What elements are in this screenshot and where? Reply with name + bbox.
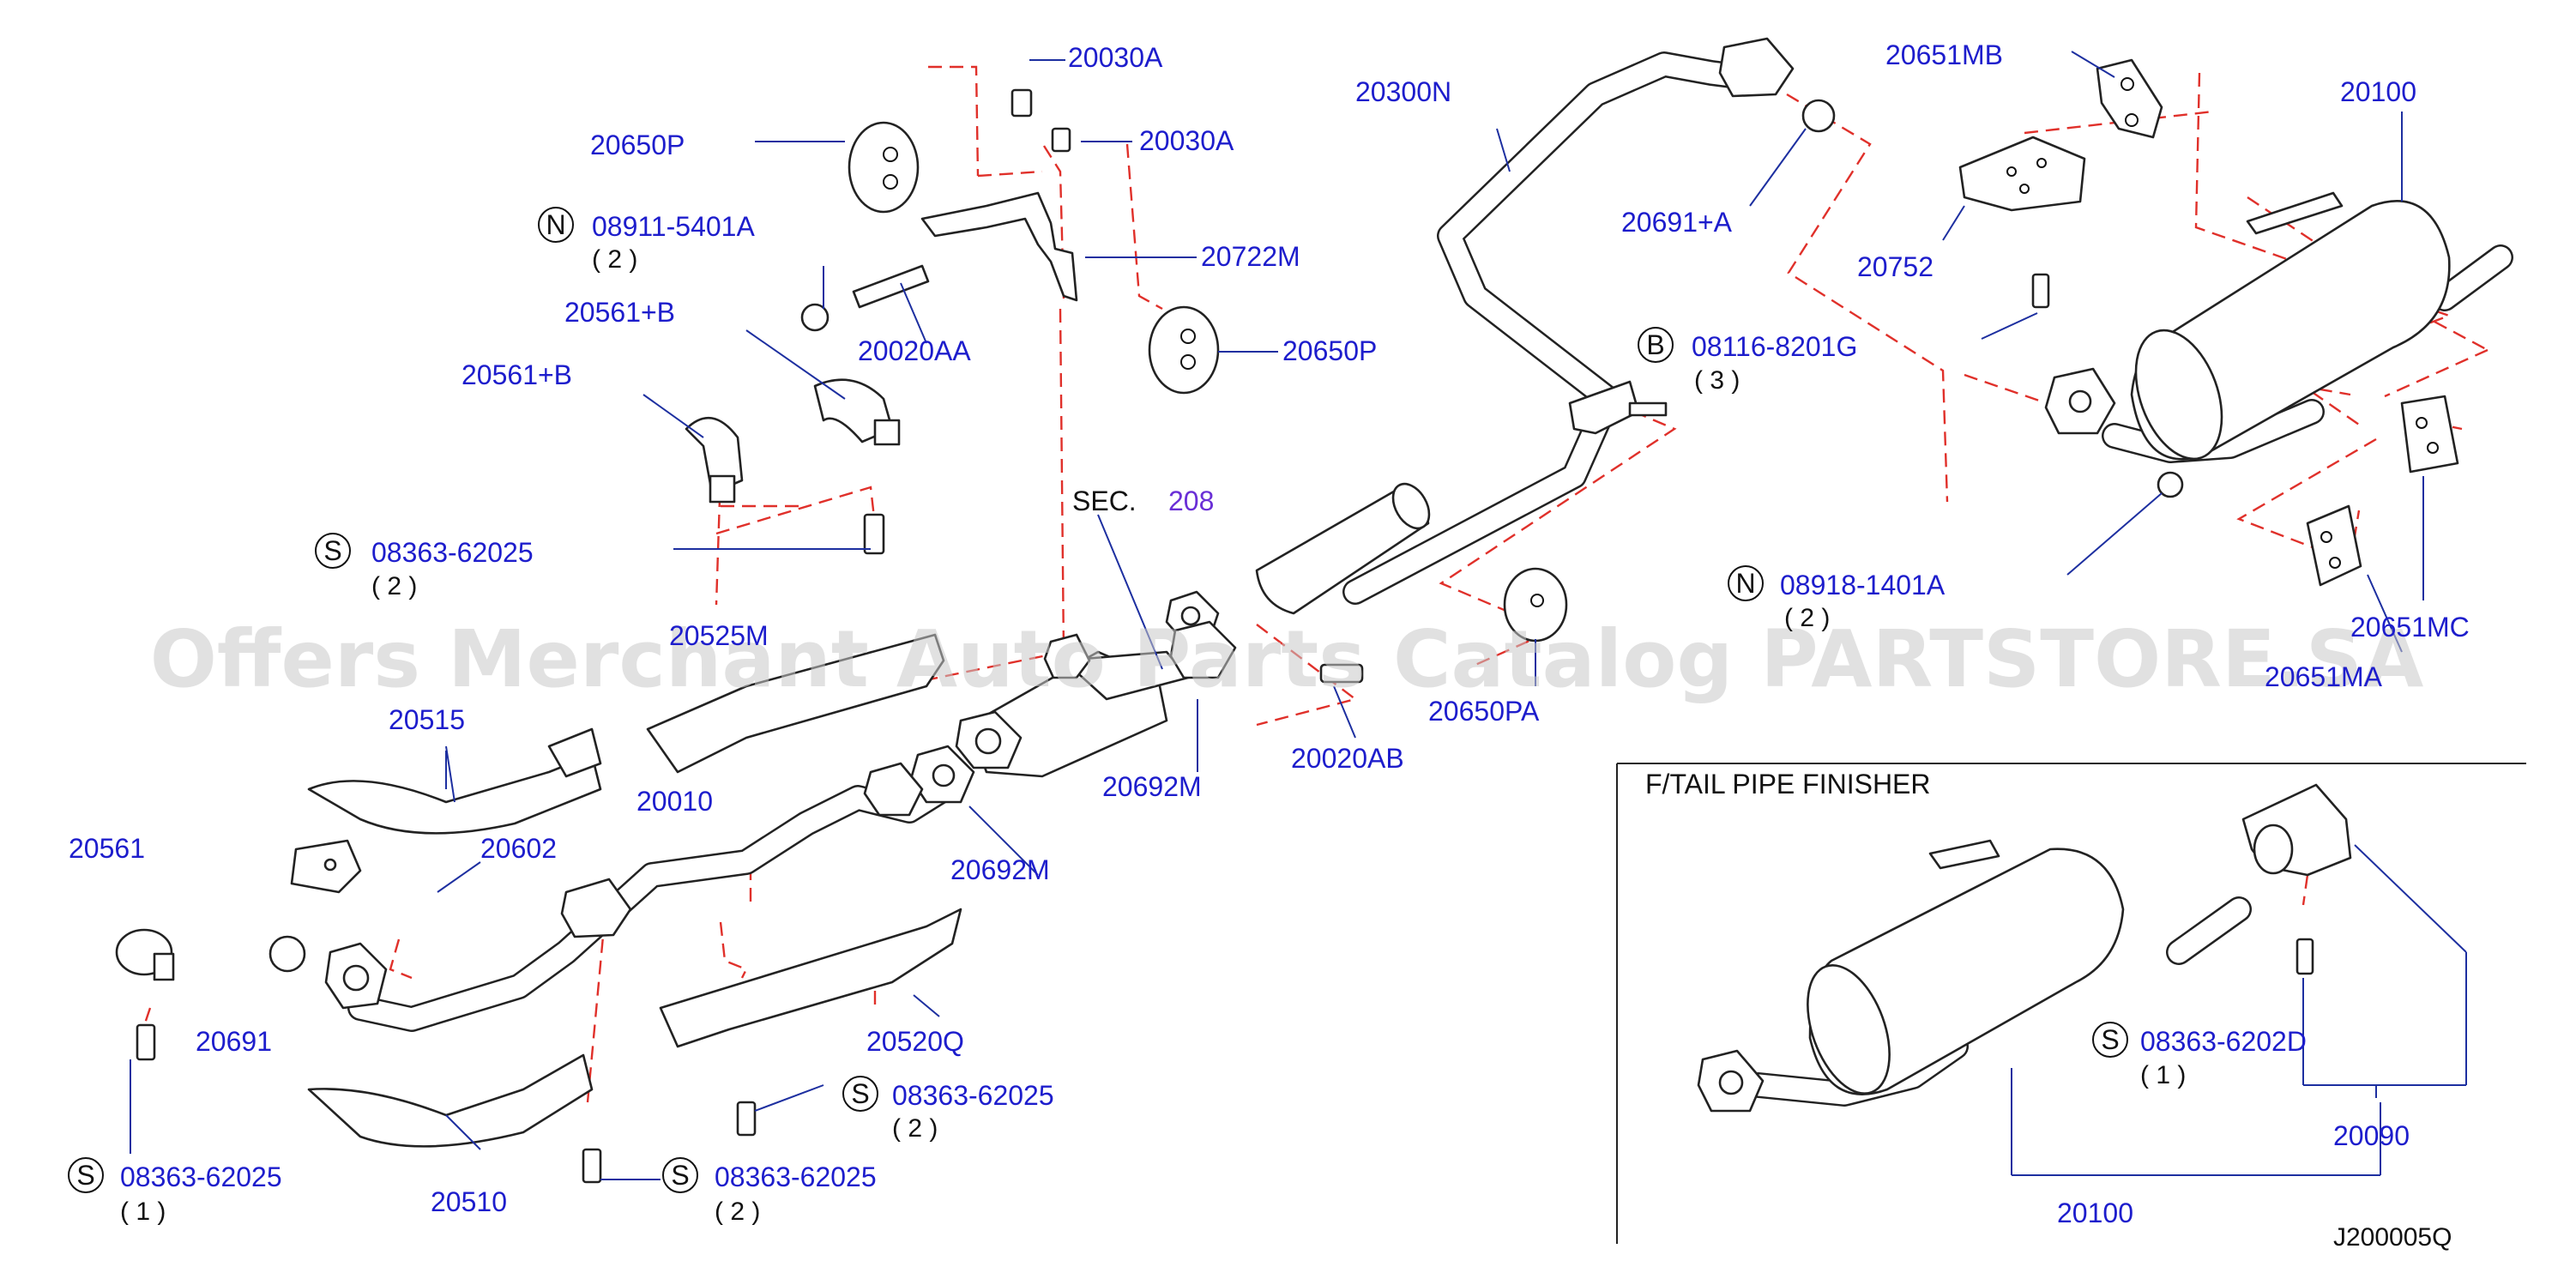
svg-text:S: S (851, 1078, 869, 1109)
heat-shield-20510-shape (307, 1053, 594, 1148)
part-label-08918-1401A[interactable]: 08918-1401A (1780, 570, 1946, 600)
hanger-20650P-lower-shape (1148, 305, 1220, 395)
svg-text:( 1 ): ( 1 ) (120, 1198, 166, 1226)
part-label-20722M[interactable]: 20722M (1201, 241, 1300, 272)
callout-n2: N 08918-1401A ( 2 ) (1728, 565, 1946, 632)
svg-text:( 3 ): ( 3 ) (1694, 366, 1740, 395)
callout-s2: S 08363-62025 ( 2 ) (842, 1076, 1054, 1143)
svg-text:S: S (76, 1160, 94, 1191)
callout-n1: N 08911-5401A ( 2 ) (538, 207, 755, 274)
section-link-208[interactable]: 208 (1168, 486, 1214, 516)
part-label-20010[interactable]: 20010 (636, 786, 713, 817)
part-label-20515[interactable]: 20515 (389, 704, 465, 735)
part-label-20692M-upper[interactable]: 20692M (1102, 771, 1202, 802)
part-label-20561B-lower[interactable]: 20561+B (462, 359, 572, 390)
part-label-08911-5401A[interactable]: 08911-5401A (592, 211, 755, 242)
leader-lines (130, 51, 2467, 1180)
hanger-20651MA-shape (2306, 504, 2362, 587)
svg-text:( 2 ): ( 2 ) (715, 1198, 760, 1226)
part-label-08363-6202D[interactable]: 08363-6202D (2140, 1026, 2307, 1057)
svg-text:S: S (323, 535, 341, 566)
svg-text:( 2 ): ( 2 ) (892, 1114, 938, 1143)
section-reference: SEC. 208 (1072, 486, 1214, 516)
bracket-20752-shape (1958, 136, 2086, 212)
svg-text:N: N (1735, 568, 1755, 599)
components (115, 37, 2526, 1244)
svg-text:( 2 ): ( 2 ) (1784, 604, 1830, 632)
callout-s5: S 08363-6202D ( 1 ) (2092, 1022, 2307, 1089)
svg-text:S: S (2101, 1024, 2119, 1055)
part-label-08363-62025-s2[interactable]: 08363-62025 (892, 1080, 1054, 1111)
part-label-20602[interactable]: 20602 (480, 833, 557, 864)
part-label-20691A[interactable]: 20691+A (1621, 207, 1733, 238)
svg-text:B: B (1646, 329, 1664, 360)
part-label-20030A-upper[interactable]: 20030A (1068, 42, 1163, 73)
section-prefix: SEC. (1072, 486, 1137, 516)
svg-text:( 2 ): ( 2 ) (592, 245, 637, 274)
part-label-20510[interactable]: 20510 (431, 1186, 507, 1217)
part-label-20561[interactable]: 20561 (69, 833, 145, 864)
svg-text:S: S (671, 1160, 689, 1191)
part-label-20650PA[interactable]: 20650PA (1428, 696, 1540, 727)
hanger-20650P-upper-shape (848, 121, 920, 214)
svg-text:( 2 ): ( 2 ) (371, 572, 417, 600)
hanger-20651MB-shape (2096, 58, 2163, 139)
part-label-20030A-lower[interactable]: 20030A (1139, 125, 1234, 156)
callout-b1: B 08116-8201G ( 3 ) (1638, 327, 1857, 395)
part-label-20691[interactable]: 20691 (196, 1026, 272, 1057)
watermark: Offers Merchant Auto Parts Catalog PARTS… (150, 613, 2424, 705)
part-label-20020AA[interactable]: 20020AA (858, 335, 971, 366)
inset-title: F/TAIL PIPE FINISHER (1645, 769, 1931, 799)
part-label-20520Q[interactable]: 20520Q (866, 1026, 964, 1057)
heat-shield-20515-shape (307, 753, 602, 835)
part-label-20651MB[interactable]: 20651MB (1885, 39, 2003, 70)
part-label-20300N[interactable]: 20300N (1355, 76, 1451, 107)
part-labels: 20030A 20030A 20650P 20722M 20020AA 2065… (69, 39, 2470, 1228)
svg-text:( 1 ): ( 1 ) (2140, 1061, 2186, 1089)
part-label-20651MA[interactable]: 20651MA (2265, 661, 2383, 692)
part-label-20752[interactable]: 20752 (1857, 251, 1934, 282)
part-label-20020AB[interactable]: 20020AB (1291, 743, 1404, 774)
heat-shield-20520Q-shape (659, 908, 962, 1048)
diagram-code: J200005Q (2333, 1223, 2452, 1252)
part-label-20561B-upper[interactable]: 20561+B (564, 297, 675, 328)
part-label-20090[interactable]: 20090 (2333, 1120, 2410, 1151)
part-label-08363-62025-s3[interactable]: 08363-62025 (120, 1161, 282, 1192)
callout-s4: S 08363-62025 ( 2 ) (662, 1157, 877, 1226)
part-label-20650P-lower[interactable]: 20650P (1282, 335, 1377, 366)
part-label-08363-62025-s4[interactable]: 08363-62025 (715, 1161, 877, 1192)
callout-s3: S 08363-62025 ( 1 ) (68, 1157, 282, 1226)
hanger-20651MC-shape (2400, 395, 2459, 474)
part-label-20692M-lower[interactable]: 20692M (950, 854, 1050, 885)
part-label-08363-62025-s1[interactable]: 08363-62025 (371, 537, 534, 568)
part-label-20100-inset[interactable]: 20100 (2057, 1198, 2133, 1228)
part-label-08116-8201G[interactable]: 08116-8201G (1692, 331, 1857, 362)
part-label-20651MC[interactable]: 20651MC (2350, 612, 2470, 643)
svg-text:N: N (546, 209, 565, 240)
part-label-20650P-upper[interactable]: 20650P (590, 130, 685, 160)
callout-s1: S 08363-62025 ( 2 ) (315, 533, 534, 600)
bracket-20722M-shape (920, 191, 1078, 302)
part-label-20100-main[interactable]: 20100 (2340, 76, 2416, 107)
part-label-20525M[interactable]: 20525M (669, 620, 769, 651)
heat-shield-20525M-shape (646, 633, 945, 774)
